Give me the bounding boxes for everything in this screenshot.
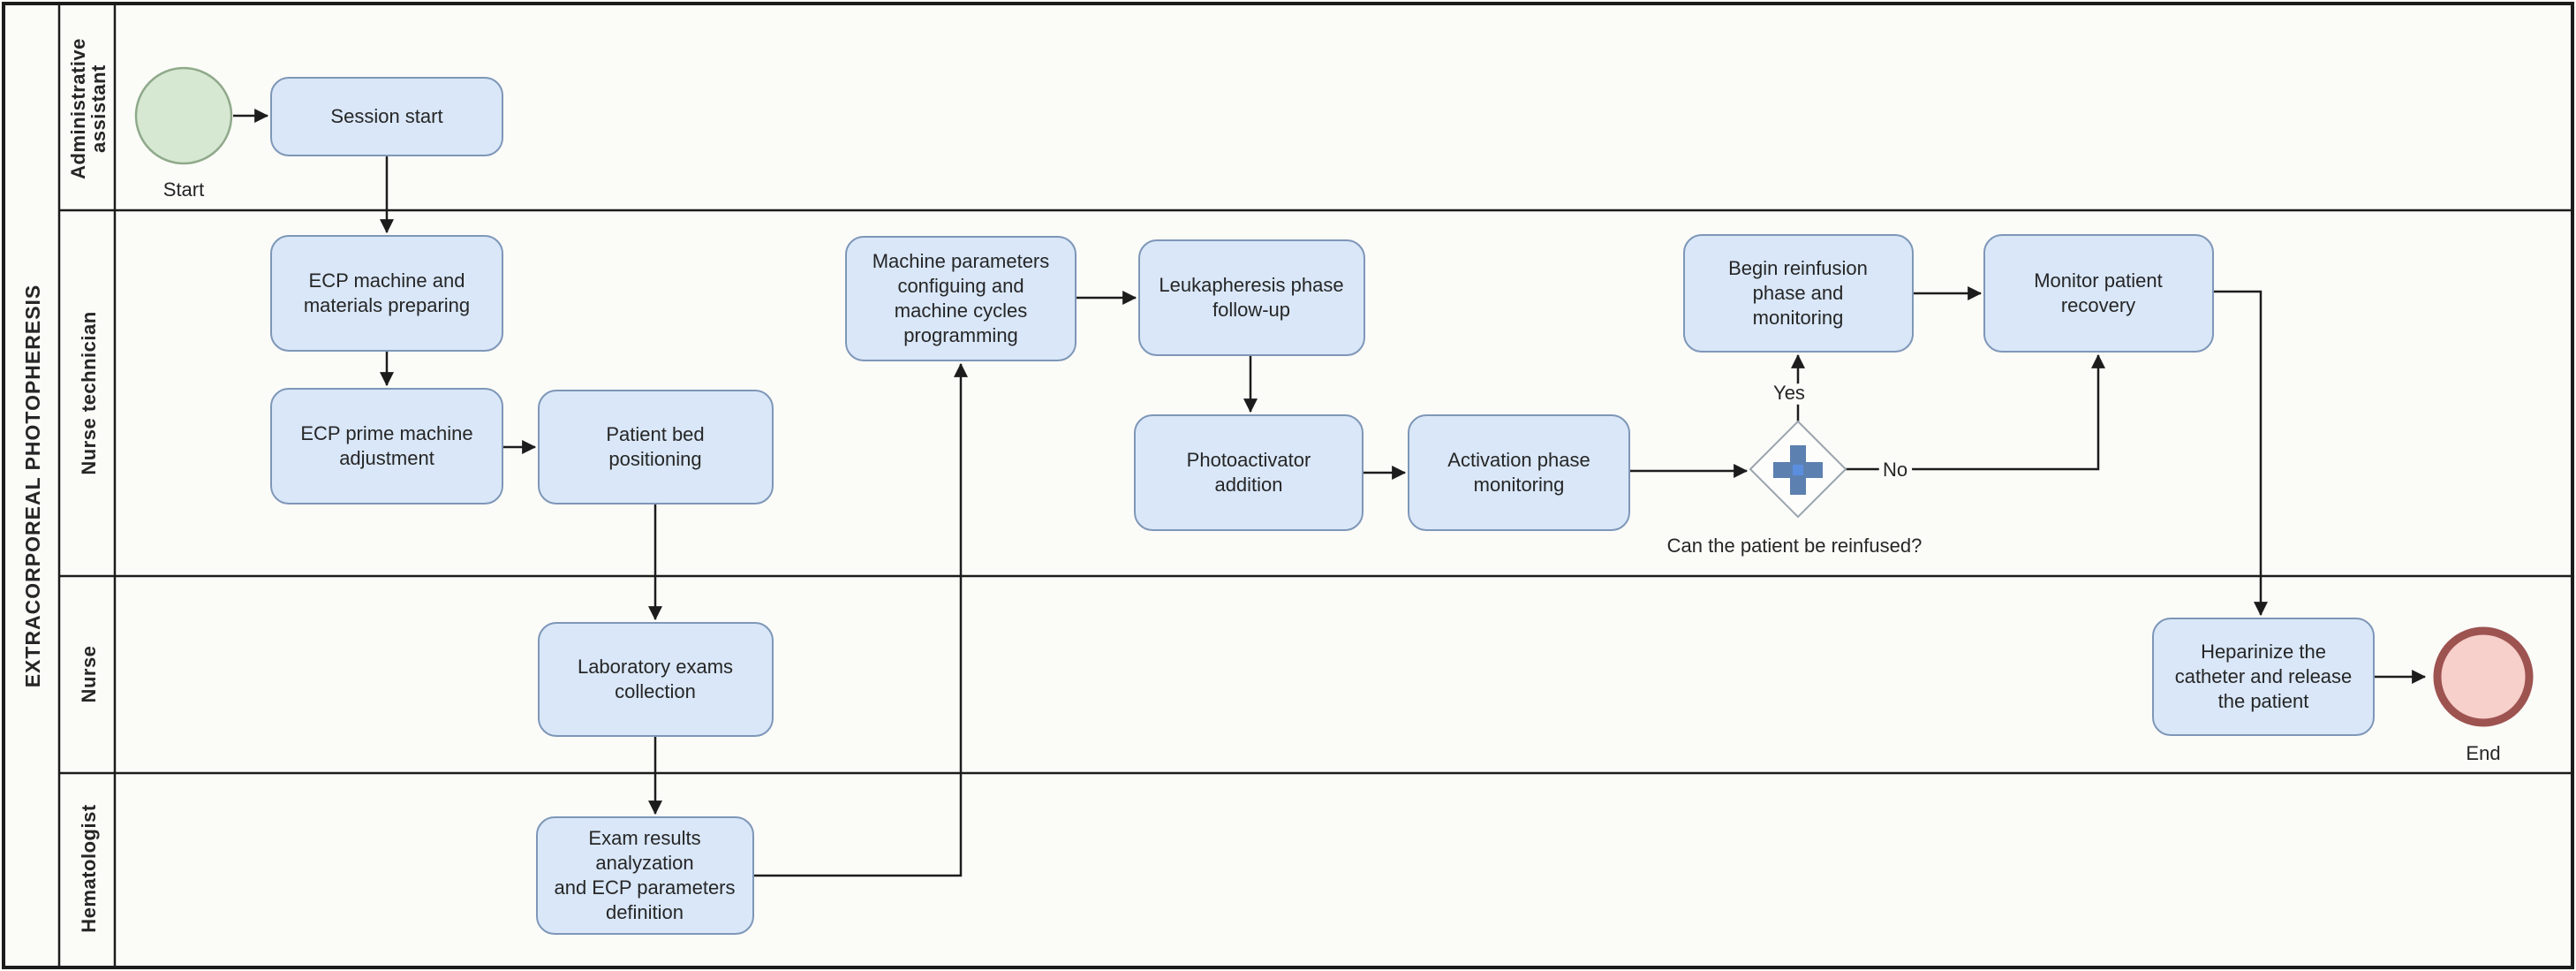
- task-label: adjustment: [339, 447, 434, 469]
- end-event-circle: [2433, 626, 2534, 727]
- task-label: monitoring: [1753, 307, 1844, 329]
- task-ecp-machine-preparing: ECP machine and materials preparing: [270, 235, 503, 352]
- lane-label-nurse-technician: Nurse technician: [78, 311, 100, 474]
- gateway-no-label: No: [1883, 459, 1907, 481]
- task-label: Photoactivator: [1187, 449, 1311, 471]
- start-event-label: Start: [163, 178, 204, 201]
- task-label: Activation phase: [1447, 449, 1590, 471]
- task-label: Laboratory exams: [578, 656, 733, 678]
- task-label: analyzation: [595, 852, 693, 874]
- parallel-gateway: Yes No Can the patient be reinfused?: [1667, 376, 1923, 557]
- task-leukapheresis-follow-up: Leukapheresis phase follow-up: [1138, 239, 1365, 356]
- end-event-label: End: [2466, 742, 2500, 764]
- task-label: Heparinize the: [2201, 641, 2326, 663]
- task-label: Exam results: [588, 827, 700, 849]
- task-exam-results-analyzation: Exam results analyzation and ECP paramet…: [536, 816, 754, 935]
- gateway-yes-label: Yes: [1773, 382, 1805, 404]
- task-box: [845, 236, 1076, 361]
- lane-label-administrative-assistant: Administrative assistant: [67, 38, 110, 179]
- task-box: [538, 390, 774, 504]
- task-box: [2152, 618, 2375, 736]
- task-label: Leukapheresis phase: [1159, 274, 1343, 296]
- task-heparinize-release-patient: Heparinize the catheter and release the …: [2152, 618, 2375, 736]
- task-label: positioning: [608, 448, 701, 470]
- task-label: Monitor patient: [2034, 269, 2163, 292]
- task-monitor-patient-recovery: Monitor patient recovery: [1983, 234, 2214, 353]
- task-label: follow-up: [1212, 299, 1290, 321]
- task-photoactivator-addition: Photoactivator addition: [1134, 414, 1364, 531]
- task-box: [1683, 234, 1914, 353]
- task-label: recovery: [2061, 294, 2135, 316]
- lane-label-hematologist: Hematologist: [78, 804, 100, 933]
- task-begin-reinfusion-monitoring: Begin reinfusion phase and monitoring: [1683, 234, 1914, 353]
- task-label: configuing and: [897, 275, 1024, 297]
- task-box: [270, 235, 503, 352]
- task-session-start: Session start: [270, 77, 503, 156]
- gateway-plus-center: [1793, 465, 1803, 475]
- task-label: addition: [1214, 474, 1282, 496]
- start-event-circle: [134, 66, 233, 165]
- task-label: ECP machine and: [309, 269, 465, 292]
- task-label: and ECP parameters: [554, 876, 735, 899]
- task-label: Patient bed: [606, 423, 704, 445]
- task-label: catheter and release: [2175, 665, 2353, 687]
- task-laboratory-exams-collection: Laboratory exams collection: [538, 622, 774, 737]
- task-box: [1983, 234, 2214, 353]
- task-box: [538, 622, 774, 737]
- task-box: [1134, 414, 1364, 531]
- task-label: ECP prime machine: [300, 422, 472, 444]
- flow-gateway-no-to-monitor: [1846, 353, 2105, 471]
- flow-monitor-to-heparinize: [2213, 290, 2268, 617]
- task-label: programming: [903, 324, 1018, 346]
- task-box: [1408, 414, 1630, 531]
- task-label: materials preparing: [304, 294, 470, 316]
- task-label: Begin reinfusion: [1728, 257, 1868, 279]
- task-box: [270, 77, 503, 156]
- task-box: [270, 388, 503, 504]
- task-label: machine cycles: [895, 300, 1027, 322]
- task-machine-parameters-configuring: Machine parameters configuing and machin…: [845, 236, 1076, 361]
- task-label: Machine parameters: [873, 250, 1050, 272]
- task-label: monitoring: [1474, 474, 1565, 496]
- start-event: Start: [134, 66, 233, 201]
- pool-title: EXTRACORPOREAL PHOTOPHERESIS: [21, 284, 44, 688]
- lane-label-line: assistant: [87, 64, 110, 153]
- task-ecp-prime-adjustment: ECP prime machine adjustment: [270, 388, 503, 504]
- lane-label-line: Administrative: [67, 38, 89, 179]
- task-box: [536, 816, 754, 935]
- task-activation-phase-monitoring: Activation phase monitoring: [1408, 414, 1630, 531]
- gateway-question-label: Can the patient be reinfused?: [1667, 535, 1923, 557]
- task-label: collection: [615, 680, 696, 702]
- task-label: Session start: [330, 105, 442, 127]
- flow-exam-results-to-machine-params: [753, 362, 968, 877]
- task-box: [1138, 239, 1365, 356]
- end-event: End: [2433, 626, 2534, 764]
- task-label: the patient: [2218, 690, 2309, 712]
- task-label: definition: [606, 901, 684, 923]
- task-patient-bed-positioning: Patient bed positioning: [538, 390, 774, 504]
- lane-label-nurse: Nurse: [78, 646, 100, 703]
- task-label: phase and: [1753, 282, 1844, 304]
